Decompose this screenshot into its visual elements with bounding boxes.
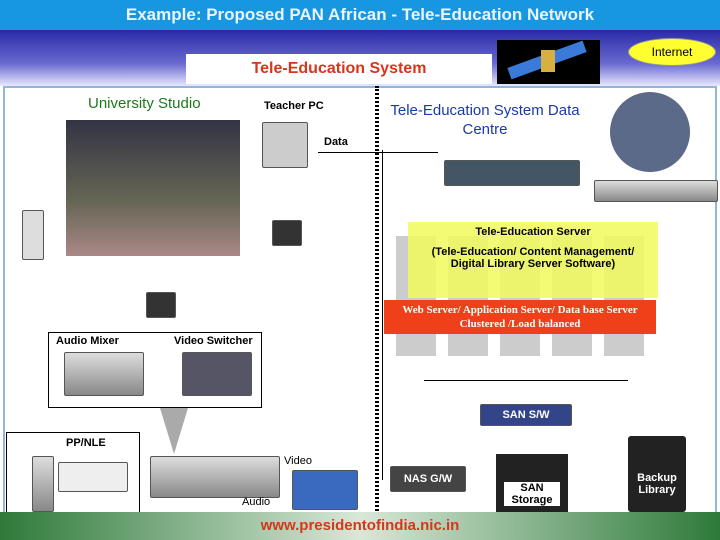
san-storage-label: SAN Storage: [504, 482, 560, 506]
satellite-image: [497, 40, 600, 84]
data-label: Data: [324, 136, 348, 148]
video-switcher-label: Video Switcher: [174, 335, 253, 347]
camera-icon: [146, 292, 176, 318]
tele-education-server-box: Tele-Education Server (Tele-Education/ C…: [408, 222, 658, 298]
teacher-pc-icon: [262, 122, 308, 168]
divider: [375, 86, 379, 526]
microphone-icon: [22, 210, 44, 260]
workstation-icon: [32, 456, 54, 512]
data-centre-label: Tele-Education System Data Centre: [390, 102, 580, 138]
footer-url[interactable]: www.presidentofindia.nic.in: [0, 512, 720, 540]
nas-link-line: [382, 150, 383, 480]
system-title: Tele-Education System: [186, 54, 492, 84]
video-label: Video: [284, 455, 312, 467]
mixer-switcher-box: [48, 332, 262, 408]
server-bus-line: [424, 380, 628, 381]
cluster-line2: Clustered /Load balanced: [459, 318, 581, 330]
slide-title: Example: Proposed PAN African - Tele-Edu…: [0, 0, 720, 30]
down-arrow-icon: [160, 408, 188, 454]
modem-icon: [594, 180, 718, 202]
internet-cloud: Internet: [628, 38, 716, 66]
studio-image: [66, 120, 240, 256]
audio-label: Audio: [242, 496, 271, 508]
audio-mixer-label: Audio Mixer: [56, 335, 119, 347]
camera-icon: [272, 220, 302, 246]
san-switch: SAN S/W: [480, 404, 572, 426]
server-description: (Tele-Education/ Content Management/ Dig…: [431, 246, 635, 270]
teacher-pc-label: Teacher PC: [264, 100, 324, 112]
data-line: [318, 152, 438, 153]
backup-library-icon: Backup Library: [628, 436, 686, 512]
network-switch-icon: [444, 160, 580, 186]
video-switcher-icon: [182, 352, 252, 396]
monitors-icon: [58, 462, 128, 492]
router-icon: [150, 456, 280, 498]
studio-label: University Studio: [88, 95, 201, 112]
pp-nle-label: PP/NLE: [66, 437, 106, 449]
nas-gateway: NAS G/W: [390, 466, 466, 492]
cluster-box: Web Server/ Application Server/ Data bas…: [384, 300, 656, 334]
encoder-icon: [292, 470, 358, 510]
audio-mixer-icon: [64, 352, 144, 396]
server-title: Tele-Education Server: [475, 226, 591, 238]
san-storage-icon: SAN Storage: [496, 454, 568, 514]
cluster-line1: Web Server/ Application Server/ Data bas…: [402, 304, 638, 316]
backup-library-label: Backup Library: [637, 472, 677, 496]
